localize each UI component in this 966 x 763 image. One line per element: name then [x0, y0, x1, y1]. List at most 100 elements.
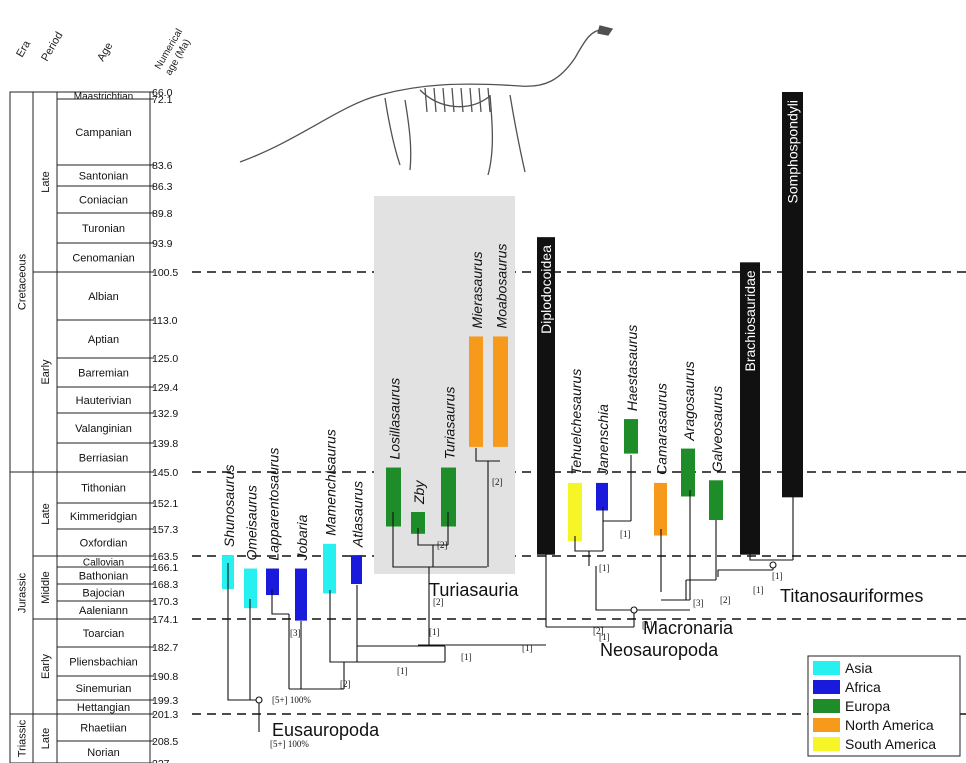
era-label: Cretaceous [17, 253, 29, 310]
taxon-label: Mamenchisaurus [323, 429, 339, 536]
support-label: [3] [290, 628, 301, 638]
support-label: [2] [340, 679, 351, 689]
clade-label: Neosauropoda [600, 640, 719, 660]
period-label: Late [40, 728, 52, 749]
taxon-label: Mierasaurus [469, 251, 485, 328]
header-numerical-age: Numericalage (Ma) [153, 27, 195, 77]
skeleton-rib [443, 88, 445, 112]
age-label: Coniacian [79, 195, 128, 207]
period-label: Late [40, 503, 52, 524]
tick-label: 227 [152, 758, 170, 763]
age-label: Sinemurian [76, 683, 132, 695]
taxon-label: Galveosaurus [709, 386, 725, 472]
age-label: Maastrichtian [74, 92, 133, 103]
age-label: Oxfordian [80, 538, 128, 550]
skeleton-fore-leg [488, 95, 525, 175]
taxon-label: Shunosaurus [221, 465, 237, 548]
taxon-bar [596, 483, 608, 511]
support-label: [5+] 100% [272, 695, 311, 705]
tick-label: 132.9 [152, 408, 178, 420]
tick-label: 199.3 [152, 695, 178, 707]
support-label: [2] [433, 597, 444, 607]
tick-label: 208.5 [152, 736, 178, 748]
taxon-label: Diplodocoidea [538, 245, 554, 334]
legend-swatch [813, 680, 840, 694]
tick-label: 72.1 [152, 94, 173, 106]
tree-branch [596, 490, 690, 610]
taxon-label: Turiasaurus [442, 387, 458, 460]
node-marker [256, 697, 262, 703]
taxon-bar [624, 419, 638, 454]
legend-swatch [813, 737, 840, 751]
era-label: Jurassic [17, 572, 29, 613]
tick-label: 83.6 [152, 160, 173, 172]
support-label: [1] [753, 585, 764, 595]
taxon-bar [469, 336, 483, 446]
age-label: Toarcian [83, 628, 125, 640]
legend-swatch [813, 661, 840, 675]
age-label: Hauterivian [76, 395, 132, 407]
legend-swatch [813, 718, 840, 732]
skeleton-rib [452, 88, 454, 112]
clade-label: Macronaria [643, 618, 734, 638]
legend-label: Europa [845, 698, 890, 714]
age-label: Aaleniann [79, 605, 128, 617]
support-label: [1] [642, 620, 653, 630]
tick-label: 174.1 [152, 614, 178, 626]
header-period: Period [39, 30, 65, 64]
taxon-label: Jobaria [294, 514, 310, 561]
period-label: Early [40, 653, 52, 679]
support-label: [3] [693, 598, 704, 608]
taxon-bar [654, 483, 667, 536]
era-label: Triassic [17, 719, 29, 757]
tick-label: 129.4 [152, 382, 178, 394]
period-label: Early [40, 359, 52, 385]
legend-label: North America [845, 717, 934, 733]
age-label: Norian [87, 747, 119, 759]
tree-branch [546, 545, 634, 627]
period-label: Late [40, 171, 52, 192]
age-label: Aptian [88, 334, 119, 346]
tick-label: 86.3 [152, 181, 173, 193]
tick-label: 166.1 [152, 562, 178, 574]
skeleton-rib [461, 88, 463, 112]
legend-label: South America [845, 736, 936, 752]
tick-label: 113.0 [152, 315, 178, 327]
support-label: [2] [437, 540, 448, 550]
age-label: Campanian [75, 127, 131, 139]
support-label: [1] [620, 529, 631, 539]
age-label: Valanginian [75, 423, 132, 435]
skeleton-hind-leg [385, 98, 411, 170]
legend-swatch [813, 699, 840, 713]
support-label: [5+] 100% [270, 739, 309, 749]
tick-label: 93.9 [152, 238, 173, 250]
skeleton-skull [598, 26, 612, 35]
skeleton-rib [488, 88, 490, 112]
tick-label: 152.1 [152, 498, 178, 510]
age-label: Rhaetiian [80, 723, 126, 735]
tick-label: 139.8 [152, 438, 178, 450]
taxon-label: Brachiosauridae [742, 270, 758, 371]
support-label: [1] [397, 666, 408, 676]
tick-label: 168.3 [152, 579, 178, 591]
taxon-label: Lapparentosaurus [266, 448, 282, 561]
tick-label: 89.8 [152, 208, 173, 220]
age-label: Bathonian [79, 571, 129, 583]
taxon-label: Zby [411, 480, 427, 505]
taxon-label: Omeisaurus [244, 485, 260, 560]
node-marker [631, 607, 637, 613]
taxon-bar [568, 483, 582, 541]
taxon-label: Losillasaurus [387, 378, 403, 460]
node-marker [770, 562, 776, 568]
taxon-bar [681, 449, 695, 497]
age-label: Kimmeridgian [70, 511, 137, 523]
age-label: Turonian [82, 223, 125, 235]
skeleton-spine [240, 30, 605, 162]
taxon-label: Janenschia [595, 404, 611, 476]
tick-label: 201.3 [152, 709, 178, 721]
period-label: Middle [40, 571, 52, 603]
tick-label: 182.7 [152, 642, 178, 654]
skeleton-rib [479, 88, 481, 112]
taxon-bar [709, 480, 723, 520]
header-age: Age [95, 41, 115, 64]
